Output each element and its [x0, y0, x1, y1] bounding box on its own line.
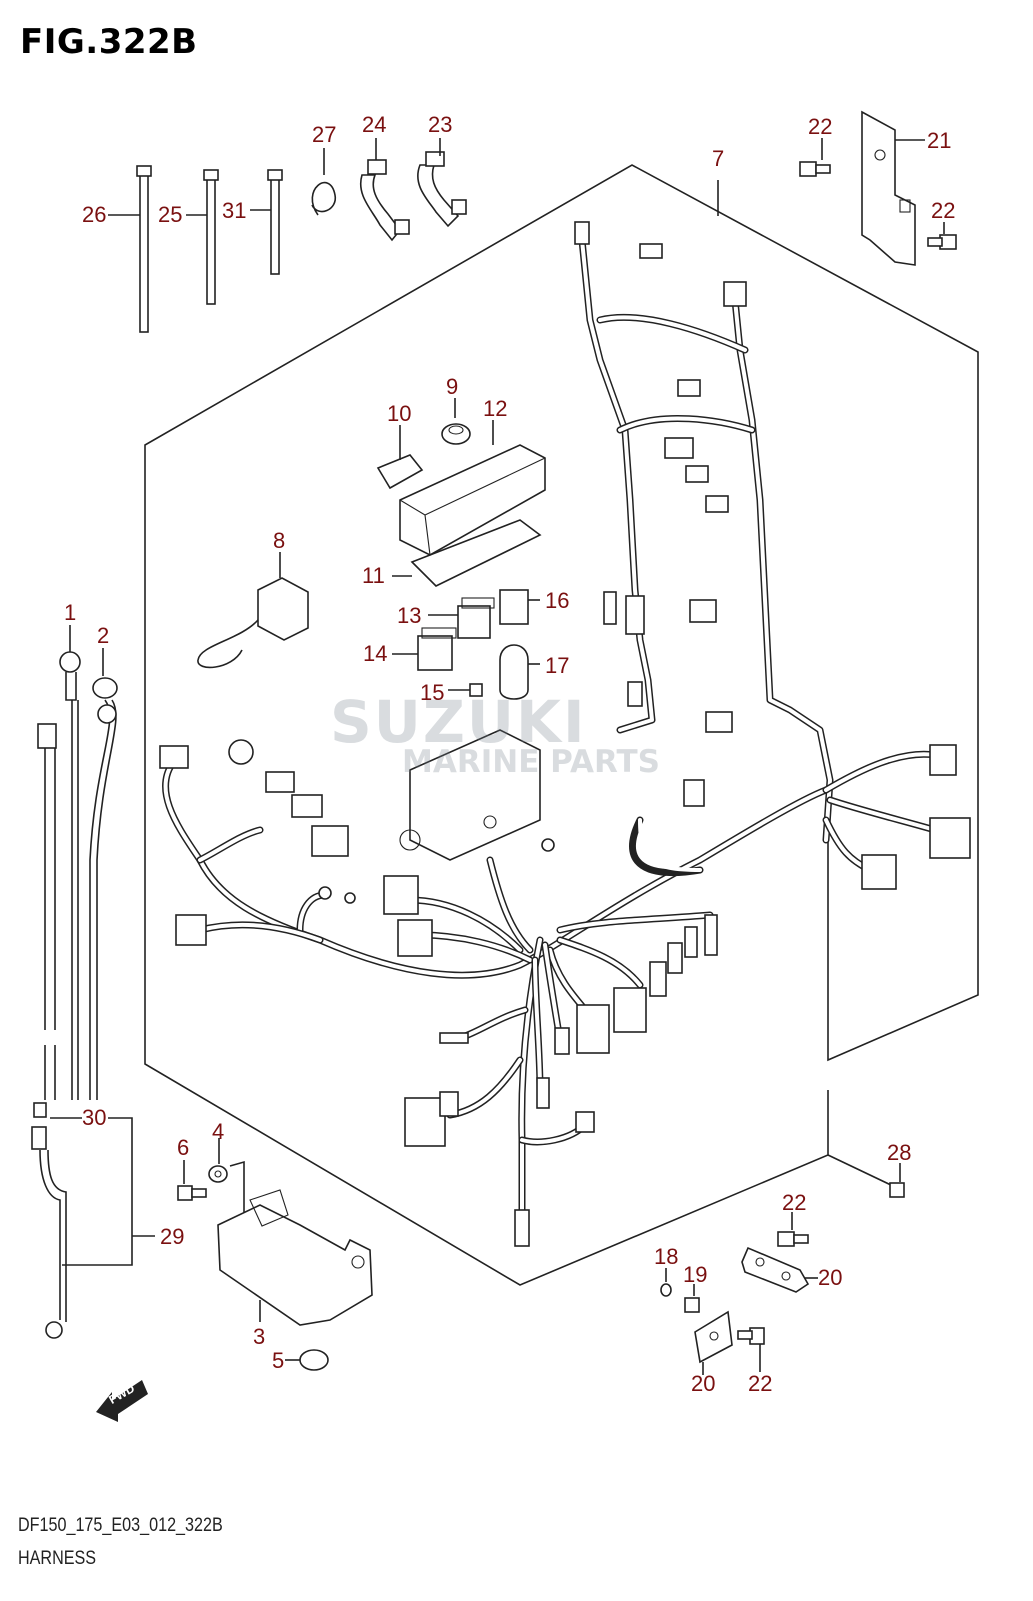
- callout-7: 7: [712, 146, 725, 171]
- callout-10: 10: [387, 401, 412, 426]
- callout-26: 26: [82, 202, 107, 227]
- callout-22-top: 22: [808, 114, 833, 139]
- callout-3: 3: [253, 1324, 266, 1349]
- clamp-23: [417, 138, 467, 228]
- cable-tie-25: [186, 169, 219, 305]
- grommet-2: [92, 648, 118, 699]
- callout-5: 5: [272, 1348, 285, 1373]
- callout-13: 13: [397, 603, 422, 628]
- callout-31: 31: [222, 198, 247, 223]
- callout-29: 29: [160, 1224, 185, 1249]
- boot-17: [499, 644, 540, 700]
- bolt-22-lower: [777, 1212, 809, 1247]
- callout-27: 27: [312, 122, 337, 147]
- callout-15: 15: [420, 680, 445, 705]
- callout-17: 17: [545, 653, 570, 678]
- watermark-brand: SUZUKI: [330, 688, 587, 756]
- gasket-11: [392, 519, 542, 587]
- grommet-9: [441, 398, 471, 445]
- relay-13: [428, 597, 495, 639]
- callout-22-bottom: 22: [748, 1371, 773, 1396]
- bolt-28: [889, 1163, 905, 1198]
- callout-24: 24: [362, 112, 387, 137]
- callout-25: 25: [158, 202, 183, 227]
- fuse-15: [448, 683, 483, 697]
- callout-22-right: 22: [931, 198, 956, 223]
- main-harness-7: [159, 180, 971, 1247]
- grommet-5: [285, 1349, 329, 1371]
- bolt-22-top: [799, 138, 831, 177]
- cable-29: [31, 1045, 155, 1339]
- callout-2: 2: [97, 623, 110, 648]
- callout-6: 6: [177, 1135, 190, 1160]
- cable-tie-26: [108, 165, 152, 333]
- cable-30: [37, 699, 117, 1119]
- callout-8: 8: [273, 528, 286, 553]
- figure-name: HARNESS: [18, 1548, 97, 1569]
- wire-clip-27: [311, 148, 336, 216]
- fuse-box-cover-12: [399, 420, 546, 556]
- bolt-22-right: [927, 222, 957, 250]
- bracket-3: [217, 1189, 373, 1326]
- callout-14: 14: [363, 641, 388, 666]
- callout-9: 9: [446, 374, 459, 399]
- cap-8: [197, 552, 309, 669]
- callout-28: 28: [887, 1140, 912, 1165]
- assembly-frame: [144, 164, 979, 1286]
- callout-20-lower: 20: [691, 1371, 716, 1396]
- figure-title: FIG.322B: [20, 22, 198, 62]
- callout-11: 11: [362, 563, 385, 588]
- plate-20-lower: [694, 1310, 733, 1375]
- watermark-subtitle: MARINE PARTS: [402, 744, 660, 780]
- clamp-24: [359, 138, 410, 242]
- callout-1: 1: [64, 600, 77, 625]
- plate-20-upper: [741, 1246, 818, 1293]
- clip-10: [376, 425, 424, 490]
- fwd-arrow: [96, 1380, 148, 1422]
- callout-18: 18: [654, 1244, 679, 1269]
- callout-21: 21: [927, 128, 952, 153]
- bolt-6: [177, 1160, 207, 1201]
- callout-30: 30: [82, 1105, 107, 1130]
- bolt-22-bottom: [737, 1327, 765, 1372]
- nut-19: [684, 1284, 700, 1313]
- cable-tie-31: [250, 169, 283, 275]
- relay-16: [499, 589, 540, 625]
- callout-22-lower: 22: [782, 1190, 807, 1215]
- callout-12: 12: [483, 396, 508, 421]
- relay-14: [392, 627, 457, 671]
- callout-19: 19: [683, 1262, 708, 1287]
- callout-23: 23: [428, 112, 453, 137]
- figure-code: DF150_175_E03_012_322B: [18, 1515, 223, 1536]
- terminal-1: [59, 625, 81, 701]
- washer-18: [660, 1268, 672, 1297]
- bracket-21: [861, 110, 925, 266]
- callout-16: 16: [545, 588, 570, 613]
- callout-4: 4: [212, 1119, 225, 1144]
- callout-20-upper: 20: [818, 1265, 843, 1290]
